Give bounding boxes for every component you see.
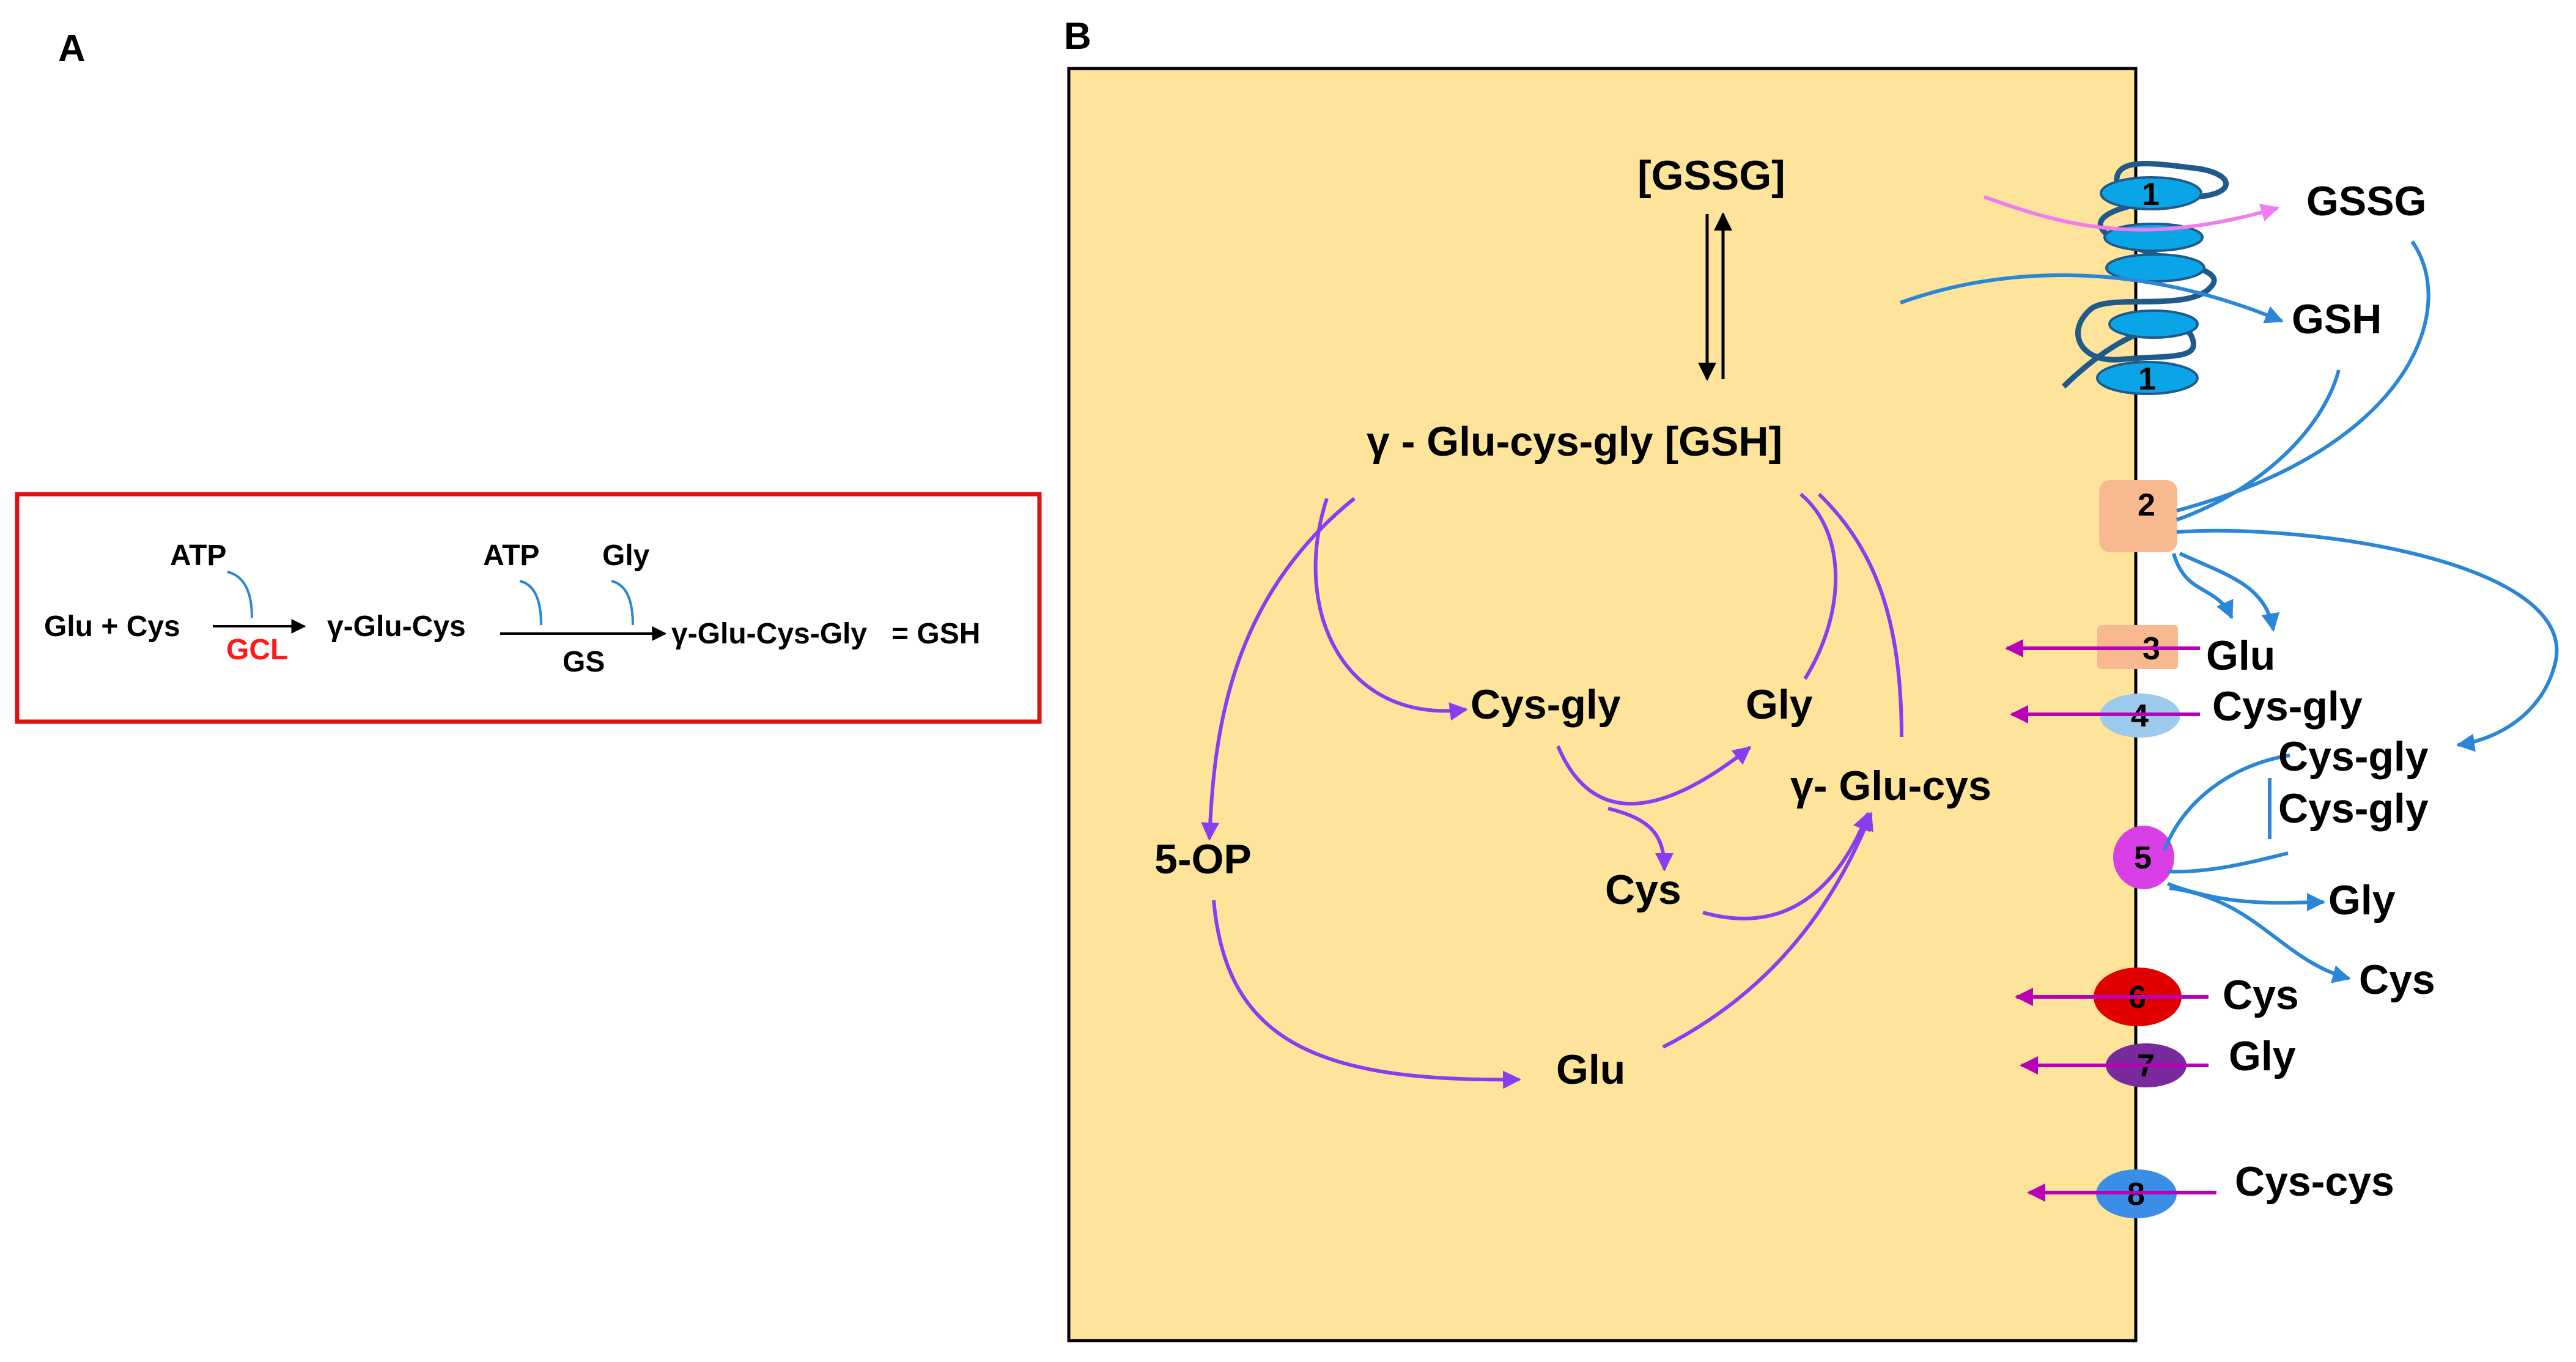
gsh-to-transporter-2-curve <box>2176 369 2341 522</box>
transporter-2: 2 <box>2099 480 2177 552</box>
transporter-2-to-glu-arrow-2 <box>2179 552 2280 632</box>
cell-gssg-label: [GSSG] <box>1637 152 1785 199</box>
eq-atp-1: ATP <box>170 539 226 572</box>
cell-glu-label: Glu <box>1556 1046 1625 1093</box>
transporter-2-to-glu-arrow-1 <box>2172 553 2234 620</box>
eq-equals-gsh: = GSH <box>891 618 980 650</box>
ext-cys-cys-label: Cys-cys <box>2235 1158 2394 1205</box>
gly-to-gsh-arrow <box>1799 492 1838 680</box>
transporter-2-label: 2 <box>2138 487 2155 523</box>
gamma-glu-cys-to-gsh-arrow <box>1817 492 1903 738</box>
cys-gly-to-gly-arrow <box>1556 745 1752 805</box>
cell-cys-gly-label: Cys-gly <box>1471 681 1621 728</box>
gssg-to-transporter-2-curve <box>2176 240 2430 513</box>
eq-atp-2-hook <box>519 580 542 626</box>
cys-gly-to-cys-arrow <box>1607 807 1674 872</box>
eq-product: γ-Glu-Cys-Gly <box>671 618 867 650</box>
transporter-5-to-cys-arrow <box>2169 886 2351 983</box>
ext-gly-label-2: Gly <box>2229 1033 2296 1079</box>
transporter-1-coil <box>2061 161 2229 389</box>
ext-gsh-label: GSH <box>2292 296 2382 342</box>
cys-to-gamma-glu-cys-arrow <box>1702 812 1870 920</box>
transporter-1-label-bottom: 1 <box>2138 361 2156 397</box>
ext-glu-label: Glu <box>2206 632 2275 679</box>
cell-gamma-glu-cys-label: γ- Glu-cys <box>1790 763 1991 809</box>
transporter-1: 1 1 <box>2061 161 2229 397</box>
ext-cys-gly-label-2: Cys-gly <box>2278 733 2429 780</box>
eq-gamma-glu-cys: γ-Glu-Cys <box>327 610 466 643</box>
ext-gly-label-1: Gly <box>2328 877 2396 923</box>
transporter-1-label-top: 1 <box>2142 177 2160 212</box>
extracellular-flux-arrows <box>1899 195 2559 983</box>
eq-enzyme-gs: GS <box>563 646 605 678</box>
eq-gly: Gly <box>602 539 650 572</box>
cell-5op-label: 5-OP <box>1154 836 1252 883</box>
ext-cys-gly-label-1: Cys-gly <box>2212 683 2363 730</box>
ext-cys-label-2: Cys <box>2223 972 2299 1018</box>
transporter-5-label: 5 <box>2134 840 2152 876</box>
ext-cys-label-1: Cys <box>2359 957 2435 1003</box>
eq-atp-1-hook <box>227 571 253 618</box>
gssg-efflux-arrow <box>1983 195 2279 232</box>
ext-gssg-label: GSSG <box>2306 178 2427 224</box>
eq-enzyme-gcl: GCL <box>226 634 288 666</box>
equation-box <box>15 492 1042 724</box>
eq-gly-hook <box>611 580 634 626</box>
eq-atp-2: ATP <box>483 539 539 572</box>
gsh-to-cys-gly-arrow <box>1313 498 1468 721</box>
panel-b-letter: B <box>1064 15 1091 57</box>
gamma-glutamyl-cycle-arrows <box>1201 492 1903 1089</box>
5op-to-glu-arrow <box>1212 900 1521 1089</box>
transporter-2-to-cys-gly-arrow <box>2176 528 2559 752</box>
cell-body <box>1067 67 2138 1342</box>
cell-gly-label: Gly <box>1746 681 1813 728</box>
gsh-to-5op-arrow <box>1201 497 1356 841</box>
cell-cys-label: Cys <box>1605 867 1681 913</box>
gsh-efflux-arrow <box>1899 273 2284 324</box>
cell-gsh-label: γ - Glu-cys-gly [GSH] <box>1367 418 1782 465</box>
cys-gly-dimer-to-5-upper <box>2163 753 2290 851</box>
uptake-arrows <box>2005 639 2216 1202</box>
panel-a-letter: A <box>58 28 86 70</box>
transporter-5: 5 <box>2113 826 2174 889</box>
cys-gly-dimer-to-5-lower <box>2167 851 2289 874</box>
eq-glu-cys: Glu + Cys <box>44 610 180 643</box>
glu-to-gamma-glu-cys-arrow <box>1662 812 1873 1049</box>
ext-cys-gly-label-3: Cys-gly <box>2278 785 2429 832</box>
